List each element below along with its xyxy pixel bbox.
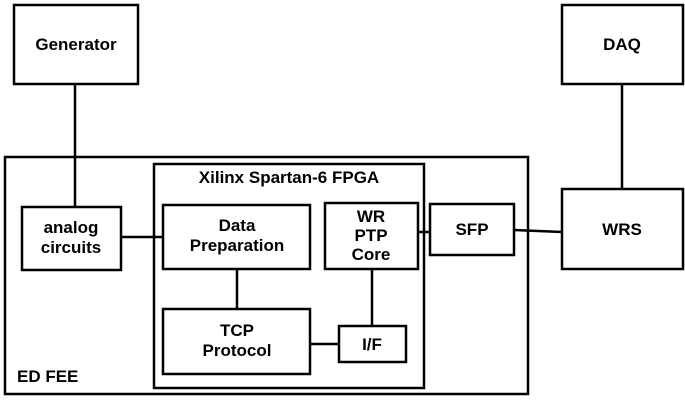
wr-ptp-core-label-line2: PTP bbox=[354, 226, 387, 245]
interface-label: I/F bbox=[362, 335, 382, 354]
fpga-enclosure bbox=[152, 162, 426, 390]
ed-fee-label: ED FEE bbox=[17, 367, 78, 386]
analog-circuits-label-line2: circuits bbox=[41, 238, 101, 257]
analog-circuits-box bbox=[20, 205, 123, 272]
wrs-box bbox=[560, 187, 685, 271]
tcp-protocol-label-line1: TCP bbox=[220, 321, 254, 340]
daq-box bbox=[560, 3, 685, 86]
ed-fee-enclosure bbox=[3, 155, 530, 396]
interface-box bbox=[337, 324, 408, 364]
wr-ptp-core-label-line3: Core bbox=[352, 245, 391, 264]
data-preparation-label-line2: Preparation bbox=[190, 236, 284, 255]
sfp-label: SFP bbox=[455, 220, 488, 239]
wr-ptp-core-box bbox=[323, 201, 420, 271]
generator-label: Generator bbox=[35, 35, 117, 54]
sfp-to-wrs-wire bbox=[513, 228, 563, 234]
tcp-protocol-box bbox=[161, 307, 312, 376]
tcp-protocol-label-line2: Protocol bbox=[203, 341, 272, 360]
wr-ptp-core-label-line1: WR bbox=[357, 207, 385, 226]
wrs-label: WRS bbox=[602, 220, 642, 239]
generator-box bbox=[12, 3, 140, 86]
analog-circuits-label-line1: analog bbox=[44, 218, 99, 237]
fpga-label: Xilinx Spartan-6 FPGA bbox=[199, 168, 379, 187]
data-preparation-box bbox=[161, 203, 312, 271]
data-preparation-label-line1: Data bbox=[219, 216, 256, 235]
daq-label: DAQ bbox=[603, 35, 641, 54]
sfp-box bbox=[428, 202, 516, 257]
